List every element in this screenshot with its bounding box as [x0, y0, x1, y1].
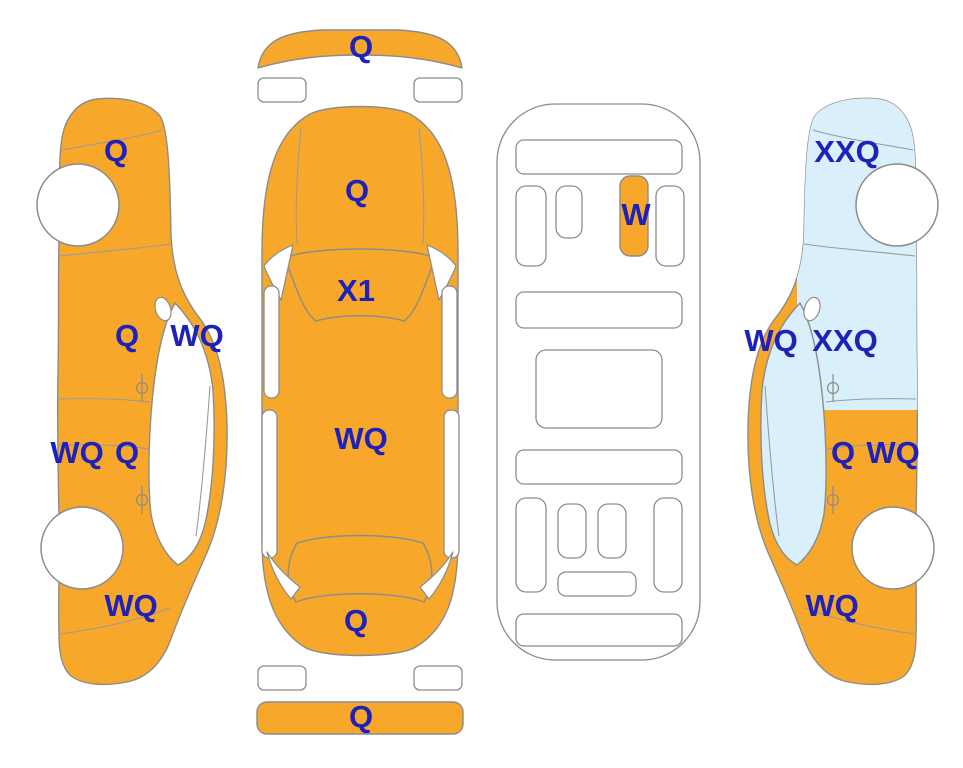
underbody-panel: [555, 185, 583, 239]
damage-code-label: Q: [115, 435, 139, 470]
damage-code-label: Q: [344, 603, 368, 638]
car-body: [261, 105, 459, 657]
side-window-front-right: [441, 285, 458, 399]
underbody-panel: [515, 449, 683, 485]
side-window-front-left: [263, 285, 280, 399]
front-corner-right: [413, 77, 463, 103]
c-pillar-right: [419, 551, 454, 600]
right-side-view: [747, 97, 939, 686]
underbody-panel: [655, 185, 685, 267]
damage-code-label: WQ: [866, 435, 919, 470]
a-pillar-right: [426, 244, 457, 301]
top-view: [256, 29, 464, 735]
underbody-panel: [515, 291, 683, 329]
damage-code-label: Q: [349, 699, 373, 734]
damage-code-label: XXQ: [814, 134, 879, 169]
side-window-rear-left: [261, 409, 278, 559]
damage-code-label: WQ: [50, 435, 103, 470]
damage-code-label: Q: [345, 173, 369, 208]
rear-corner-right: [413, 665, 463, 691]
damage-code-label: WQ: [170, 318, 223, 353]
side-window-rear-right: [443, 409, 460, 559]
underbody-panel: [515, 139, 683, 175]
rear-bumper: [256, 701, 464, 735]
underbody-panel: [535, 349, 663, 429]
a-pillar-left: [263, 244, 294, 301]
underbody-panel: [597, 503, 627, 559]
underbody-panel: [557, 503, 587, 559]
damage-code-label: Q: [349, 29, 373, 64]
front-corner-left: [257, 77, 307, 103]
rear-corner-left: [257, 665, 307, 691]
damage-code-label: Q: [831, 435, 855, 470]
underbody-panel: [515, 497, 547, 593]
damage-code-labels: Q Q WQ WQ Q WQ Q Q X1 WQ Q Q W XXQ WQ XX…: [50, 29, 919, 734]
underside-view: [496, 103, 701, 661]
damage-code-label: XXQ: [812, 323, 877, 358]
hood-crease-left: [295, 127, 302, 245]
damage-code-label: Q: [104, 133, 128, 168]
damage-code-label: WQ: [334, 421, 387, 456]
underbody-panel: [557, 571, 637, 597]
damage-code-label: WQ: [744, 323, 797, 358]
damage-code-label: W: [621, 197, 651, 232]
underbody-panel: [653, 497, 683, 593]
underbody-panel-highlighted: [619, 175, 649, 257]
damage-code-label: Q: [115, 318, 139, 353]
underbody-panel: [515, 613, 683, 647]
rear-window: [287, 534, 433, 603]
windshield: [284, 248, 436, 322]
hood-crease-right: [418, 127, 425, 245]
front-bumper: [257, 29, 463, 69]
damage-code-label: WQ: [805, 588, 858, 623]
damage-code-label: X1: [337, 273, 375, 308]
damage-code-label: WQ: [104, 588, 157, 623]
underbody-panel: [515, 185, 547, 267]
c-pillar-left: [266, 551, 301, 600]
